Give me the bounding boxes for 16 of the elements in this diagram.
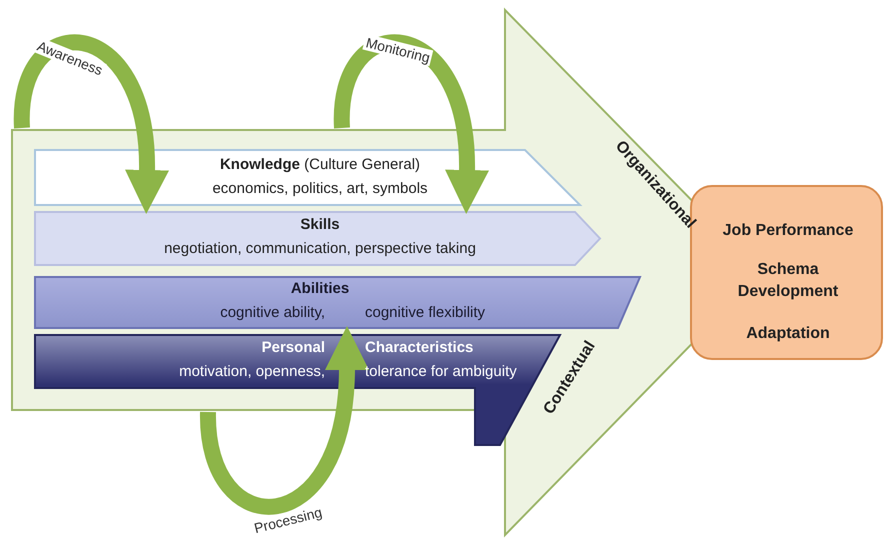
band-text: economics, politics, art, symbols: [212, 180, 428, 197]
curved-arrow: [200, 326, 369, 514]
band-heading: Skills: [300, 216, 340, 233]
curved-arrow: [334, 35, 489, 214]
outcome-text: Job Performance: [722, 222, 854, 240]
band-text: negotiation, communication, perspective taking: [164, 240, 476, 257]
band-shape: [35, 277, 640, 328]
band-heading: Personal Characteristics: [260, 339, 474, 356]
band-heading: Abilities: [290, 280, 350, 297]
curved-arrow: [14, 35, 169, 214]
band-text: motivation, openness, tolerance for ambiguity: [178, 363, 518, 380]
band-heading: Knowledge (Culture General): [220, 156, 420, 173]
band-shape: [35, 212, 600, 265]
outcome-text: Adaptation: [746, 325, 830, 343]
outcome-text: Schema Development: [736, 260, 840, 302]
band-text: cognitive ability, cognitive flexibility: [219, 304, 486, 321]
